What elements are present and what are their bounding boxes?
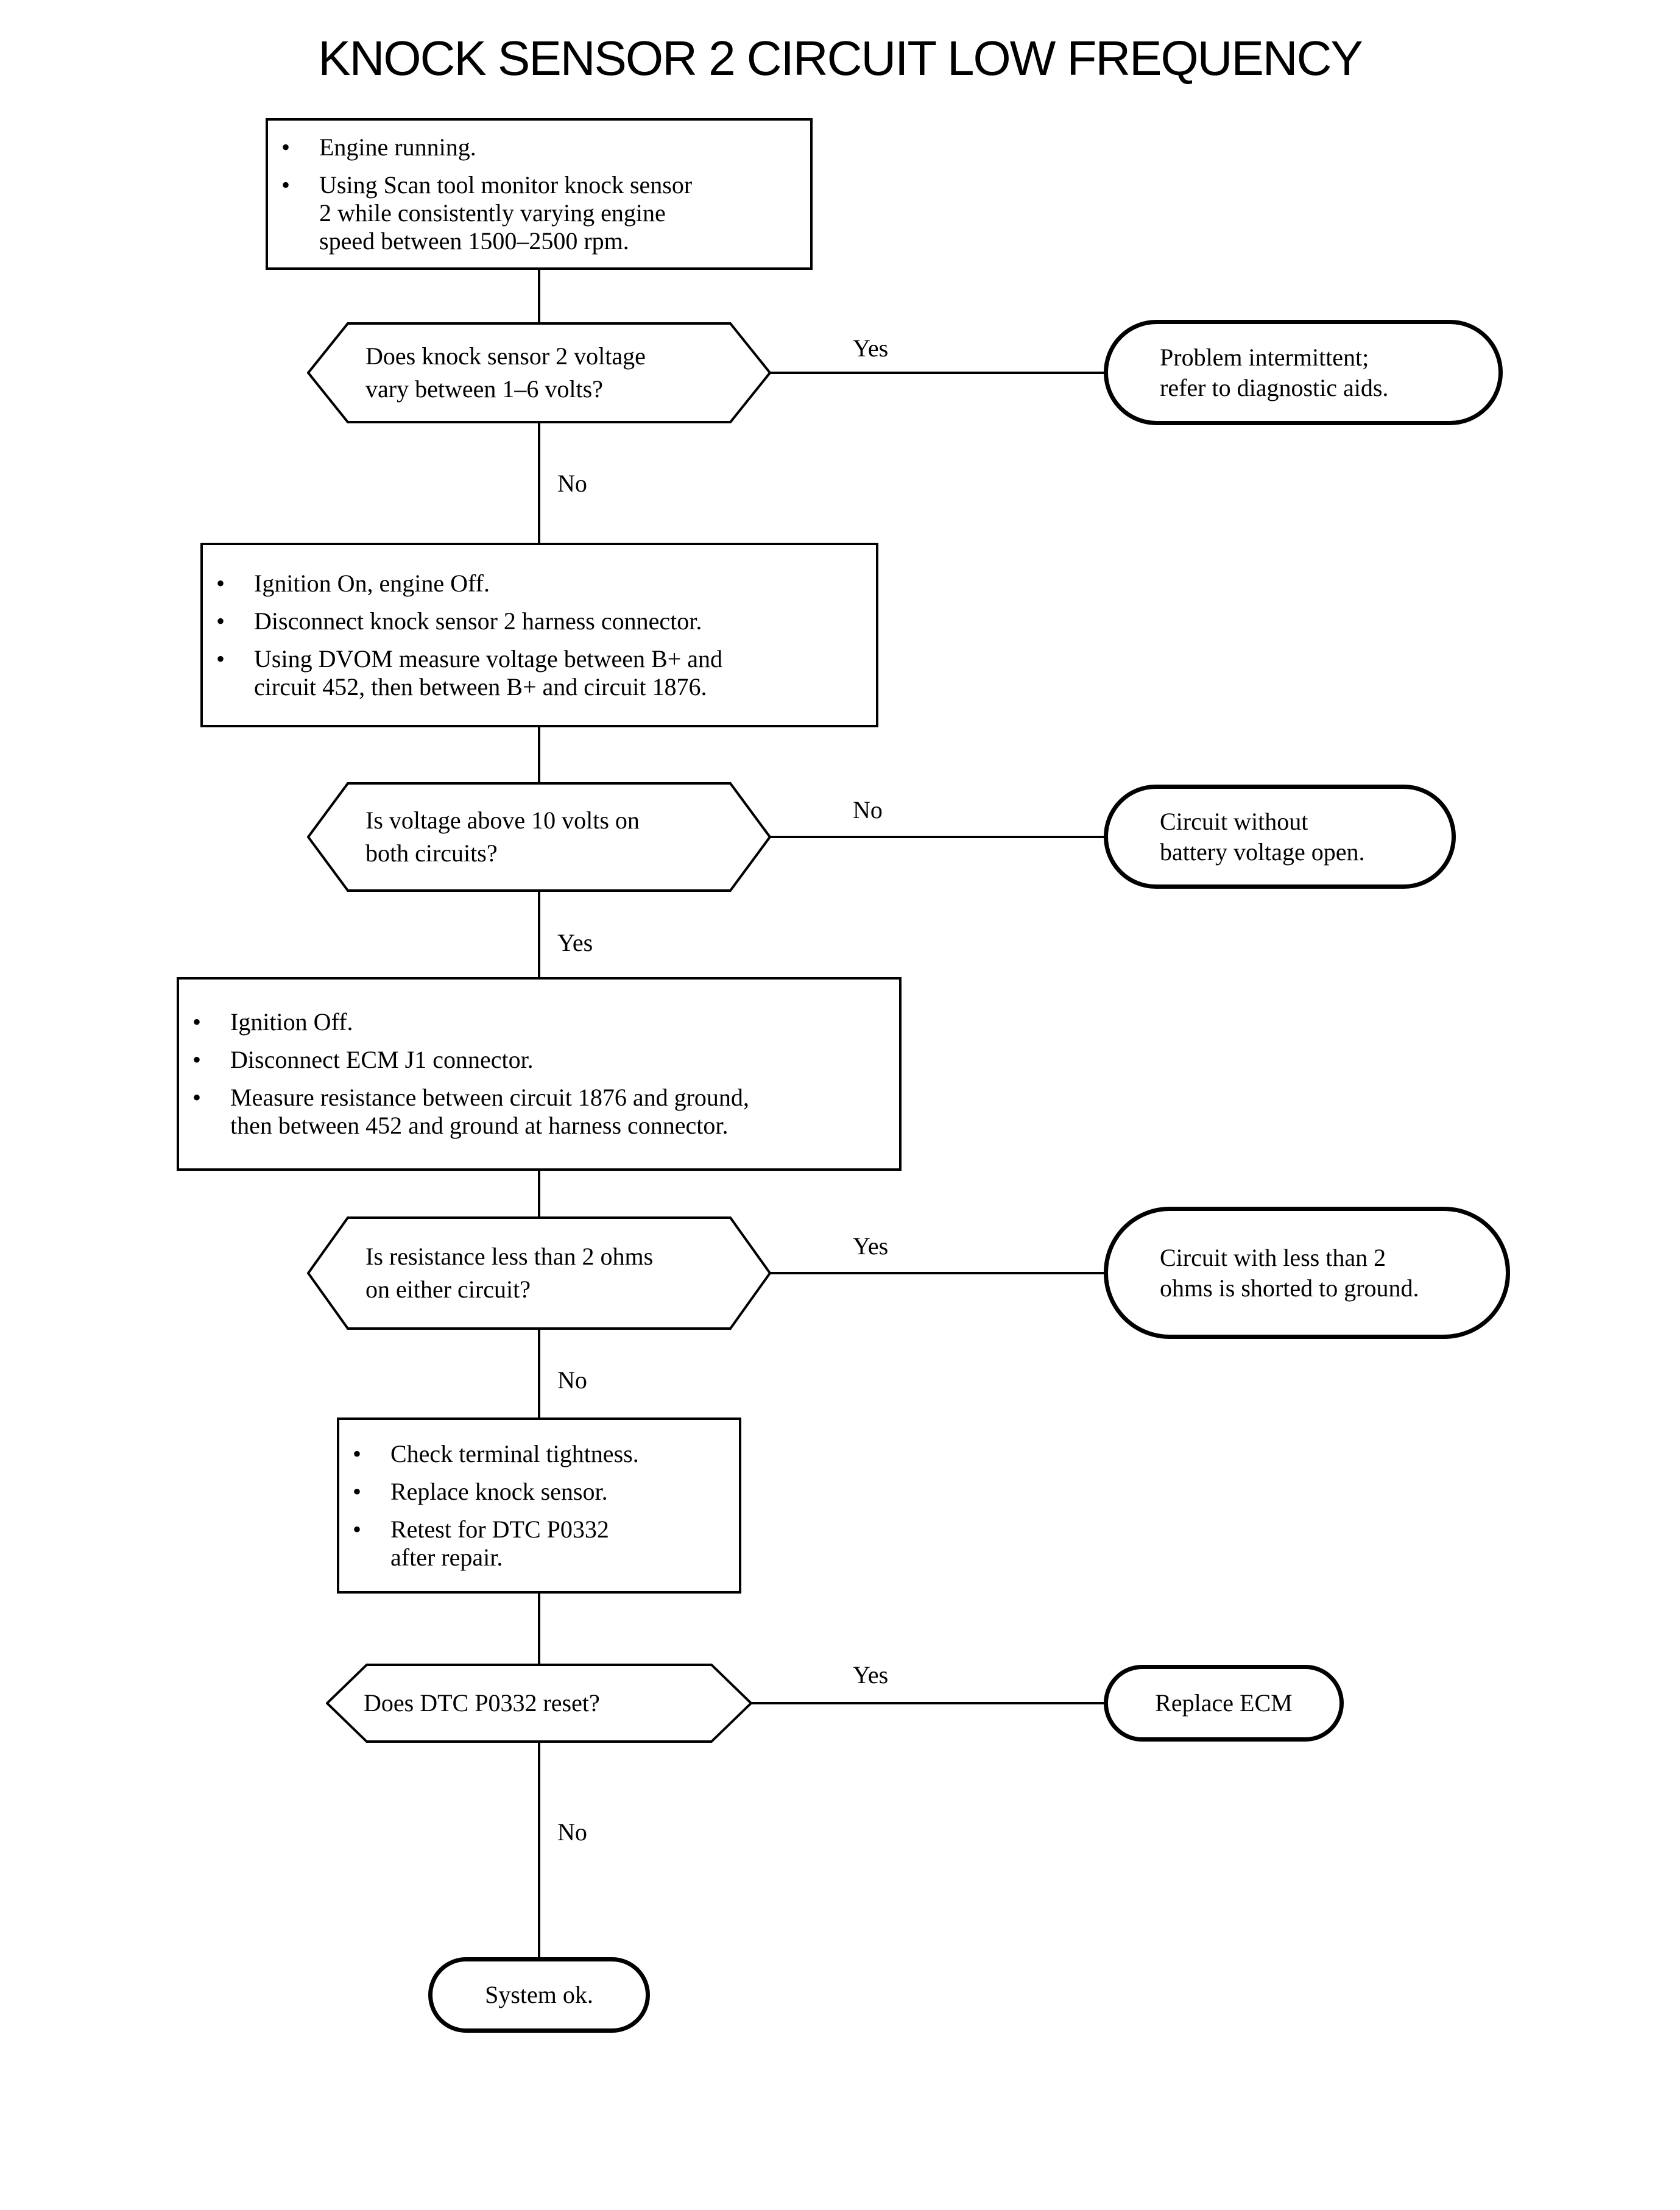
connector-line xyxy=(751,1702,1105,1704)
decision-resistance-less-2ohms: Is resistance less than 2 ohms on either… xyxy=(307,1216,771,1330)
connector-line xyxy=(538,892,540,977)
branch-label-no: No xyxy=(853,796,883,824)
decision-text: Is voltage above 10 volts on xyxy=(365,807,640,834)
process-box-initial-check: • Engine running. • Using Scan tool moni… xyxy=(266,118,813,270)
list-item-text: circuit 452, then between B+ and circuit… xyxy=(254,673,707,701)
list-item-text: after repair. xyxy=(390,1543,503,1571)
terminal-system-ok: System ok. xyxy=(428,1957,650,2033)
decision-knock-voltage-vary: Does knock sensor 2 voltage vary between… xyxy=(307,322,771,423)
list-item-text: Retest for DTC P0332 xyxy=(390,1515,609,1543)
list-item: • Disconnect knock sensor 2 harness conn… xyxy=(216,607,876,635)
list-item-text: Ignition On, engine Off. xyxy=(254,569,490,597)
result-text: Replace ECM xyxy=(1155,1689,1293,1717)
process-box-resistance-test: • Ignition Off. • Disconnect ECM J1 conn… xyxy=(177,977,902,1171)
connector-line xyxy=(538,270,540,322)
branch-label-yes: Yes xyxy=(853,334,889,362)
connector-line xyxy=(538,727,540,782)
branch-label-yes: Yes xyxy=(853,1661,889,1689)
result-text: refer to diagnostic aids. xyxy=(1160,373,1389,401)
decision-text: on either circuit? xyxy=(365,1276,531,1303)
connector-line xyxy=(538,1330,540,1417)
page-title: KNOCK SENSOR 2 CIRCUIT LOW FREQUENCY xyxy=(318,31,1363,85)
list-item-text: then between 452 and ground at harness c… xyxy=(230,1112,729,1139)
list-item: • Ignition On, engine Off. xyxy=(216,570,876,598)
decision-text: Does knock sensor 2 voltage xyxy=(365,342,646,370)
bullet-icon: • xyxy=(192,1008,202,1036)
list-item-text: Ignition Off. xyxy=(230,1008,353,1036)
list-item-text: Using DVOM measure voltage between B+ an… xyxy=(254,644,723,673)
bullet-icon: • xyxy=(192,1084,202,1111)
connector-line xyxy=(770,372,1105,374)
list-item-text: 2 while consistently varying engine xyxy=(319,199,666,227)
branch-label-no: No xyxy=(557,1366,587,1394)
list-item-text: Replace knock sensor. xyxy=(390,1477,608,1505)
result-text: ohms is shorted to ground. xyxy=(1160,1274,1419,1302)
terminal-text: System ok. xyxy=(485,1981,593,2008)
list-item-text: Measure resistance between circuit 1876 … xyxy=(230,1084,749,1111)
branch-label-no: No xyxy=(557,470,587,497)
list-item: • Check terminal tightness. xyxy=(353,1440,739,1468)
decision-dtc-p0332-reset: Does DTC P0332 reset? xyxy=(326,1664,752,1743)
bullet-list: • Ignition On, engine Off. • Disconnect … xyxy=(203,545,876,725)
list-item: • Using DVOM measure voltage between B+ … xyxy=(216,645,876,701)
connector-line xyxy=(538,1171,540,1216)
list-item-text: Using Scan tool monitor knock sensor xyxy=(319,171,693,199)
decision-text: both circuits? xyxy=(365,839,498,867)
bullet-icon: • xyxy=(281,171,291,199)
bullet-icon: • xyxy=(216,607,225,635)
list-item-text: Check terminal tightness. xyxy=(390,1439,639,1467)
result-text: Problem intermittent; xyxy=(1160,343,1369,371)
decision-text: Is resistance less than 2 ohms xyxy=(365,1243,654,1270)
result-problem-intermittent: Problem intermittent; refer to diagnosti… xyxy=(1104,320,1503,425)
branch-label-no: No xyxy=(557,1818,587,1846)
bullet-icon: • xyxy=(353,1439,362,1467)
decision-text: vary between 1–6 volts? xyxy=(365,375,603,403)
list-item: • Retest for DTC P0332 after repair. xyxy=(353,1516,739,1572)
result-circuit-open: Circuit without battery voltage open. xyxy=(1104,785,1456,889)
connector-line xyxy=(538,1743,540,1957)
bullet-icon: • xyxy=(353,1515,362,1543)
bullet-icon: • xyxy=(216,569,225,597)
list-item: • Using Scan tool monitor knock sensor 2… xyxy=(281,171,810,255)
list-item: • Replace knock sensor. xyxy=(353,1478,739,1506)
result-text: Circuit without xyxy=(1160,807,1308,835)
decision-text: Does DTC P0332 reset? xyxy=(364,1689,600,1717)
bullet-list: • Engine running. • Using Scan tool moni… xyxy=(268,121,810,267)
list-item: • Measure resistance between circuit 187… xyxy=(192,1084,899,1140)
list-item-text: Disconnect knock sensor 2 harness connec… xyxy=(254,607,702,635)
connector-line xyxy=(770,1272,1105,1274)
bullet-icon: • xyxy=(216,644,225,673)
bullet-list: • Ignition Off. • Disconnect ECM J1 conn… xyxy=(179,980,899,1168)
list-item: • Ignition Off. xyxy=(192,1008,899,1036)
list-item-text: speed between 1500–2500 rpm. xyxy=(319,227,629,255)
result-text: Circuit with less than 2 xyxy=(1160,1243,1386,1271)
process-box-repair: • Check terminal tightness. • Replace kn… xyxy=(337,1417,741,1594)
decision-voltage-above-10: Is voltage above 10 volts on both circui… xyxy=(307,782,771,892)
result-shorted-to-ground: Circuit with less than 2 ohms is shorted… xyxy=(1104,1207,1510,1339)
connector-line xyxy=(770,836,1105,838)
connector-line xyxy=(538,1594,540,1664)
bullet-icon: • xyxy=(192,1046,202,1073)
branch-label-yes: Yes xyxy=(853,1232,889,1260)
list-item: • Disconnect ECM J1 connector. xyxy=(192,1046,899,1074)
branch-label-yes: Yes xyxy=(557,929,593,956)
list-item: • Engine running. xyxy=(281,133,810,161)
bullet-list: • Check terminal tightness. • Replace kn… xyxy=(339,1420,739,1591)
bullet-icon: • xyxy=(281,133,291,161)
process-box-voltage-test: • Ignition On, engine Off. • Disconnect … xyxy=(200,543,878,727)
bullet-icon: • xyxy=(353,1477,362,1505)
result-text: battery voltage open. xyxy=(1160,838,1365,866)
list-item-text: Disconnect ECM J1 connector. xyxy=(230,1046,534,1073)
connector-line xyxy=(538,423,540,543)
list-item-text: Engine running. xyxy=(319,133,476,161)
result-replace-ecm: Replace ECM xyxy=(1104,1665,1344,1742)
